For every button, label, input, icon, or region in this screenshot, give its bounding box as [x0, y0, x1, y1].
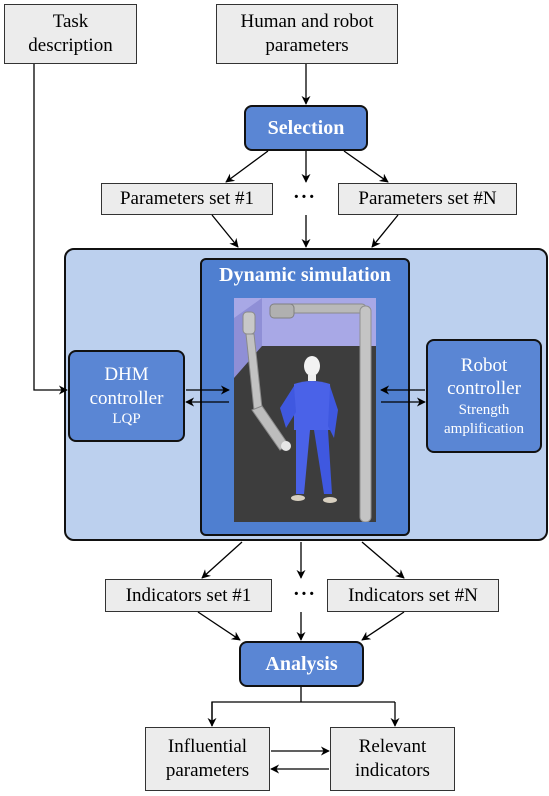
indicators-set-last-box: Indicators set #N — [327, 579, 499, 612]
robot-controller-line2: controller — [447, 378, 521, 400]
arrow-indN-to-analysis — [361, 611, 405, 641]
indicators-set-last-label: Indicators set #N — [348, 584, 478, 606]
task-description-line1: Task — [52, 11, 89, 33]
arrow-panel-to-ind1 — [201, 541, 243, 579]
parameters-set-first-box: Parameters set #1 — [101, 183, 273, 215]
arrow-panel-to-indN — [361, 541, 405, 579]
robot-controller-line3: Strength — [458, 402, 510, 418]
selection-box: Selection — [244, 105, 368, 151]
selection-label: Selection — [267, 116, 345, 139]
task-description-line2: description — [28, 35, 113, 56]
arrow-ind1-to-analysis — [197, 611, 241, 641]
analysis-box: Analysis — [239, 641, 364, 687]
dynamic-simulation-title: Dynamic simulation — [219, 264, 391, 286]
robot-controller-line1: Robot — [460, 354, 508, 376]
human-robot-parameters-box: Human and robot parameters — [216, 4, 398, 64]
arrow-task-to-dhm — [33, 64, 68, 395]
influential-parameters-box: Influential parameters — [145, 727, 270, 791]
human-robot-parameters-line2: parameters — [265, 35, 349, 56]
parameters-set-last-box: Parameters set #N — [338, 183, 517, 215]
parameters-ellipsis: ··· — [293, 186, 317, 208]
dynamic-simulation-box: Dynamic simulation — [200, 258, 410, 536]
simulation-render-image — [234, 298, 376, 522]
robot-controller-line4: amplification — [444, 420, 524, 437]
relevant-indicators-line2: indicators — [355, 760, 430, 781]
human-robot-parameters-line1: Human and robot — [240, 11, 374, 33]
influential-parameters-line1: Influential — [167, 736, 248, 758]
dhm-controller-line3: LQP — [112, 411, 141, 428]
dhm-controller-line2: controller — [89, 387, 164, 409]
relevant-indicators-box: Relevant indicators — [330, 727, 455, 791]
indicators-set-first-label: Indicators set #1 — [125, 584, 252, 606]
arrow-selection-to-set1 — [225, 150, 269, 183]
arrow-set1-to-panel — [211, 214, 239, 248]
task-description-box: Task description — [4, 4, 137, 64]
relevant-indicators-line1: Relevant — [358, 736, 427, 758]
dhm-controller-box: DHM controller LQP — [68, 350, 185, 442]
arrow-selection-to-setN — [343, 150, 389, 183]
indicators-ellipsis: ··· — [293, 583, 317, 605]
parameters-set-last-label: Parameters set #N — [358, 188, 497, 210]
arrow-setN-to-panel — [371, 214, 399, 248]
influential-parameters-line2: parameters — [165, 760, 250, 781]
robot-controller-box: Robot controller Strength amplification — [426, 339, 542, 453]
arrow-analysis-to-influential — [211, 701, 395, 726]
indicators-set-first-box: Indicators set #1 — [105, 579, 272, 612]
analysis-label: Analysis — [265, 652, 338, 675]
dhm-controller-line1: DHM — [104, 363, 149, 385]
parameters-set-first-label: Parameters set #1 — [119, 188, 254, 210]
